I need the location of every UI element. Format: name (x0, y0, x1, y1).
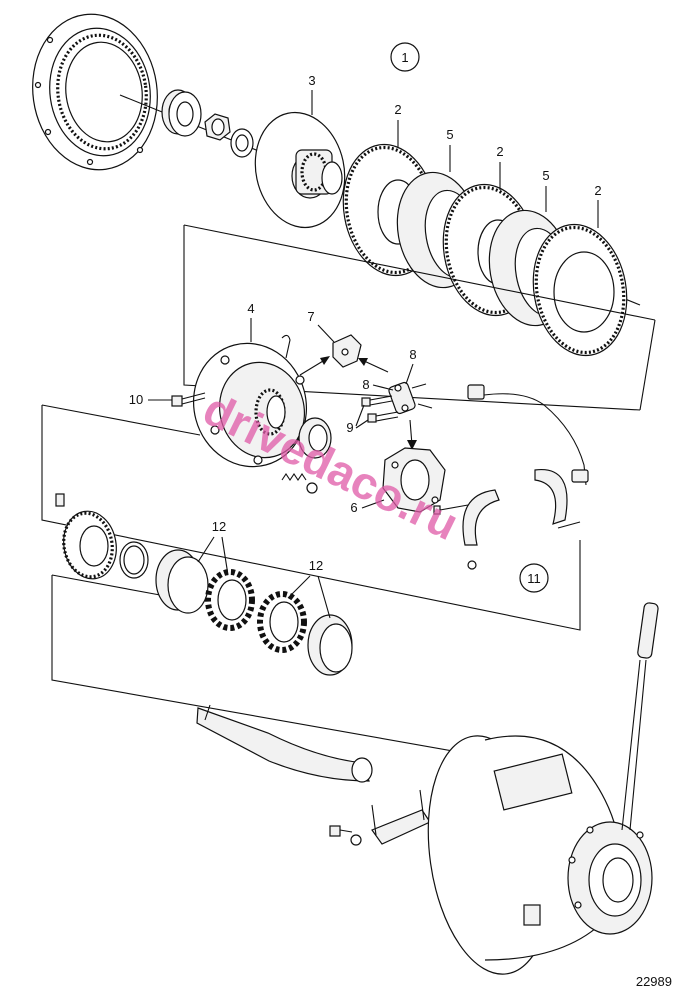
clamp-halves (462, 469, 568, 570)
callout-2b: 2 (496, 144, 503, 159)
arrow-to-pin (361, 359, 389, 373)
callout-9: 9 (346, 420, 353, 435)
roller-bearing-a (205, 569, 255, 631)
callout-1-circle (390, 42, 420, 72)
callout-12a: 12 (212, 519, 226, 534)
friction-disc-2c (532, 223, 628, 357)
callout-8b: 8 (362, 377, 369, 392)
callout-11-circle (519, 563, 549, 593)
group-frame-bottom (51, 575, 561, 771)
shift-collar (382, 447, 446, 513)
spring-cap (306, 482, 318, 494)
lever-7 (332, 334, 362, 368)
key (55, 493, 65, 507)
link-8 (388, 381, 416, 415)
roller-bearing-b (257, 591, 307, 653)
callout-1: 1 (401, 50, 408, 65)
callout-2a: 2 (394, 102, 401, 117)
shift-fork (371, 789, 431, 845)
gear-ring-bottom (62, 510, 117, 580)
bush (298, 417, 332, 459)
spring (281, 473, 307, 481)
gearbox-housing (427, 735, 653, 975)
callout-4: 4 (247, 301, 254, 316)
circlip (119, 541, 149, 579)
cotter-pin (281, 334, 291, 359)
nut (204, 113, 231, 141)
group-frame-middle (41, 405, 581, 631)
callout-10: 10 (129, 392, 143, 407)
bolt-10 (171, 392, 206, 407)
bearing-race-a (155, 549, 209, 614)
callout-7: 7 (307, 309, 314, 324)
bolt-washer (329, 825, 362, 846)
callout-2c: 2 (594, 183, 601, 198)
callout-6: 6 (350, 500, 357, 515)
pins-9 (361, 395, 399, 423)
control-cable (467, 384, 589, 486)
group-frame-top (183, 225, 641, 411)
control-lever (621, 602, 659, 831)
callout-5b: 5 (542, 168, 549, 183)
callout-11: 11 (527, 571, 541, 586)
callout-12b: 12 (309, 558, 323, 573)
bearing-race-b (307, 614, 353, 676)
hub-flange (254, 111, 346, 229)
callout-3: 3 (308, 73, 315, 88)
washer (230, 128, 254, 158)
ring-gear-housing (32, 13, 158, 171)
output-shaft (196, 704, 373, 783)
bearing (161, 89, 202, 137)
carrier-plate (192, 342, 308, 468)
figure-number: 22989 (636, 974, 672, 989)
callouts: 1 3 2 5 2 5 2 4 7 8 8 9 10 6 11 12 (129, 42, 602, 619)
callout-8a: 8 (409, 347, 416, 362)
callout-5a: 5 (446, 127, 453, 142)
